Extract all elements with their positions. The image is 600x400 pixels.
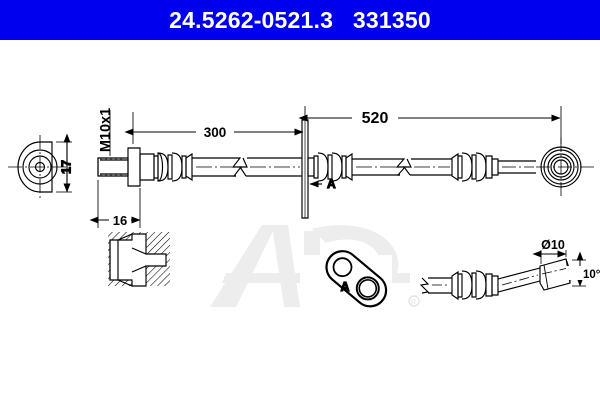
svg-text:R: R	[411, 299, 416, 306]
hose-body-left	[192, 157, 302, 177]
right-fitting	[451, 138, 594, 198]
dim-diameter-label: Ø10	[541, 238, 565, 252]
dim-300-label: 300	[204, 125, 227, 140]
section-a-arrow-label: A	[327, 177, 336, 191]
middle-bracket	[301, 119, 322, 219]
technical-drawing-canvas: R	[0, 40, 600, 400]
section-detail-view	[108, 232, 170, 287]
page-title: 24.5262-0521.3 331350	[169, 6, 431, 33]
dim-thread-spec-label: M10x1	[98, 108, 114, 152]
hose-body-right	[352, 158, 452, 176]
detail-a-label: A	[340, 280, 349, 294]
dim-hex-width-label: 17	[59, 160, 73, 174]
left-fitting	[97, 147, 193, 187]
dim-520-label: 520	[362, 110, 389, 127]
header-banner: 24.5262-0521.3 331350	[0, 0, 600, 40]
left-end-view	[8, 133, 72, 200]
middle-coupling	[307, 152, 353, 182]
drawing-linework: 17	[8, 106, 600, 327]
detail-a-bracket-view	[300, 250, 392, 327]
hose-end-detail-view	[419, 250, 586, 301]
dim-16-label: 16	[113, 213, 127, 228]
dim-angle-label: 10°	[583, 269, 600, 281]
